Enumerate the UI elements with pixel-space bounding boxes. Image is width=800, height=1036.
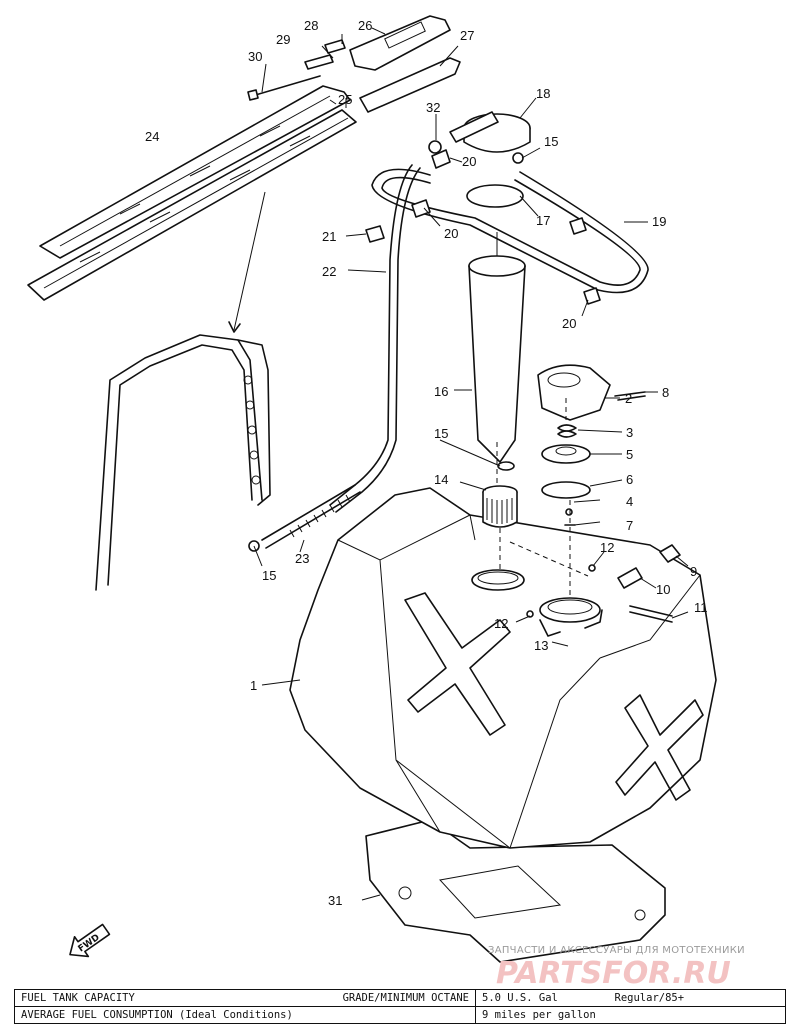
- label-part-7: 7: [626, 518, 633, 533]
- label-part-8: 8: [662, 385, 669, 400]
- label-part-31: 31: [328, 893, 342, 908]
- part-24-strap: [39, 85, 351, 259]
- label-part-23: 23: [295, 551, 309, 566]
- label-part-27: 27: [460, 28, 474, 43]
- fuel-tank-capacity-label: FUEL TANK CAPACITY: [21, 992, 135, 1004]
- label-part-25: 25: [338, 92, 352, 107]
- part-29-pin: [304, 54, 334, 70]
- part-9-knob: [659, 544, 681, 563]
- label-part-9: 9: [690, 564, 697, 579]
- part-25-strap-rubber: [27, 109, 357, 301]
- part-1-fuel-tank: [289, 487, 717, 849]
- part-11-shaft: [629, 605, 673, 623]
- tank-filler-ring: [471, 569, 525, 591]
- label-part-21: 21: [322, 229, 336, 244]
- label-part-15a: 15: [544, 134, 558, 149]
- label-part-26: 26: [358, 18, 372, 33]
- part-12-nut-a: [588, 564, 596, 572]
- part-19-vent-hose: [371, 168, 649, 294]
- fuel-system-exploded-diagram: 1 2 3 5 6 4 7 8 9 10 11 12 12 13 14 15 1…: [27, 15, 717, 963]
- fwd-arrow: FWD: [69, 923, 111, 958]
- label-part-22: 22: [322, 264, 336, 279]
- label-part-1: 1: [250, 678, 257, 693]
- grade-octane-value: Regular/85+: [614, 992, 685, 1004]
- part-20-clip-a: [431, 149, 451, 169]
- label-part-20c: 20: [562, 316, 576, 331]
- part-12-nut-b: [526, 610, 534, 618]
- label-part-2: 2: [625, 391, 632, 406]
- label-part-28: 28: [304, 18, 318, 33]
- part-20-clip-d: [569, 217, 587, 235]
- part-2-gauge-housing: [537, 364, 611, 421]
- part-27-strap-short-rubber: [359, 57, 461, 113]
- part-16-filler-strainer: [468, 232, 526, 463]
- label-part-11: 11: [694, 600, 708, 615]
- label-part-32: 32: [426, 100, 440, 115]
- label-part-3: 3: [626, 425, 633, 440]
- part-14-fuel-filter: [482, 485, 518, 528]
- part-3-spring: [557, 424, 577, 438]
- part-26-strap-short: [349, 15, 451, 71]
- part-20-clip-b: [411, 199, 431, 218]
- part-18-tank-cap: [449, 111, 531, 153]
- spec-cell-capacity-labels: FUEL TANK CAPACITY GRADE/MINIMUM OCTANE: [14, 989, 476, 1007]
- label-part-14: 14: [434, 472, 448, 487]
- part-22-fuel-hose: [329, 164, 421, 513]
- part-10-bracket: [617, 567, 643, 589]
- watermark-logo: PARTSFOR.RU: [496, 956, 731, 987]
- label-part-5: 5: [626, 447, 633, 462]
- part-17-o-ring: [466, 184, 524, 208]
- watermark-text: ЗАПЧАСТИ И АКСЕССУАРЫ ДЛЯ МОТОТЕХНИКИ: [488, 945, 745, 956]
- grade-octane-label: GRADE/MINIMUM OCTANE: [342, 992, 469, 1004]
- label-part-15b: 15: [434, 426, 448, 441]
- part-21-clip: [365, 225, 385, 243]
- part-4-ball: [565, 508, 573, 516]
- part-23-coil-hose: [261, 484, 361, 549]
- label-part-12a: 12: [600, 540, 614, 555]
- fuel-tank-capacity-value: 5.0 U.S. Gal: [482, 992, 558, 1004]
- part-13-gauge-base: [539, 597, 603, 637]
- label-part-13: 13: [534, 638, 548, 653]
- average-fuel-consumption-label: AVERAGE FUEL CONSUMPTION (Ideal Conditio…: [14, 1006, 476, 1024]
- label-part-10: 10: [656, 582, 670, 597]
- label-part-6: 6: [626, 472, 633, 487]
- fuel-spec-table: FUEL TANK CAPACITY GRADE/MINIMUM OCTANE …: [14, 989, 786, 1024]
- label-part-15c: 15: [262, 568, 276, 583]
- leader-lines: [253, 27, 689, 901]
- label-part-24: 24: [145, 129, 159, 144]
- spec-row-capacity: FUEL TANK CAPACITY GRADE/MINIMUM OCTANE …: [14, 989, 786, 1007]
- tank-bracket: [95, 334, 271, 591]
- assembly-arrow: [233, 191, 266, 331]
- part-5-float-disc: [541, 444, 591, 464]
- part-15-clamp-a: [512, 152, 524, 164]
- label-part-4: 4: [626, 494, 633, 509]
- assembly-arrow-head: [228, 321, 241, 333]
- label-part-29: 29: [276, 32, 290, 47]
- watermark: ЗАПЧАСТИ И АКСЕССУАРЫ ДЛЯ МОТОТЕХНИКИ PA…: [488, 945, 745, 987]
- part-32-clamp: [428, 140, 442, 154]
- label-part-17: 17: [536, 213, 550, 228]
- part-15-clamp-b: [497, 461, 515, 471]
- part-number-labels: 1 2 3 5 6 4 7 8 9 10 11 12 12 13 14 15 1…: [145, 18, 708, 908]
- average-fuel-consumption-value: 9 miles per gallon: [475, 1006, 786, 1024]
- part-28-collar: [324, 39, 346, 54]
- part-6-gasket: [541, 481, 591, 499]
- label-part-18: 18: [536, 86, 550, 101]
- part-8-screw: [614, 391, 646, 401]
- part-31-skid-plate: [365, 819, 666, 963]
- spec-row-consumption: AVERAGE FUEL CONSUMPTION (Ideal Conditio…: [14, 1006, 786, 1024]
- label-part-12b: 12: [494, 616, 508, 631]
- label-part-20a: 20: [462, 154, 476, 169]
- label-part-30: 30: [248, 49, 262, 64]
- label-part-20b: 20: [444, 226, 458, 241]
- spec-cell-capacity-values: 5.0 U.S. Gal Regular/85+: [475, 989, 786, 1007]
- part-20-clip-c: [583, 287, 601, 305]
- label-part-19: 19: [652, 214, 666, 229]
- part-30-bolt: [247, 75, 321, 101]
- label-part-16: 16: [434, 384, 448, 399]
